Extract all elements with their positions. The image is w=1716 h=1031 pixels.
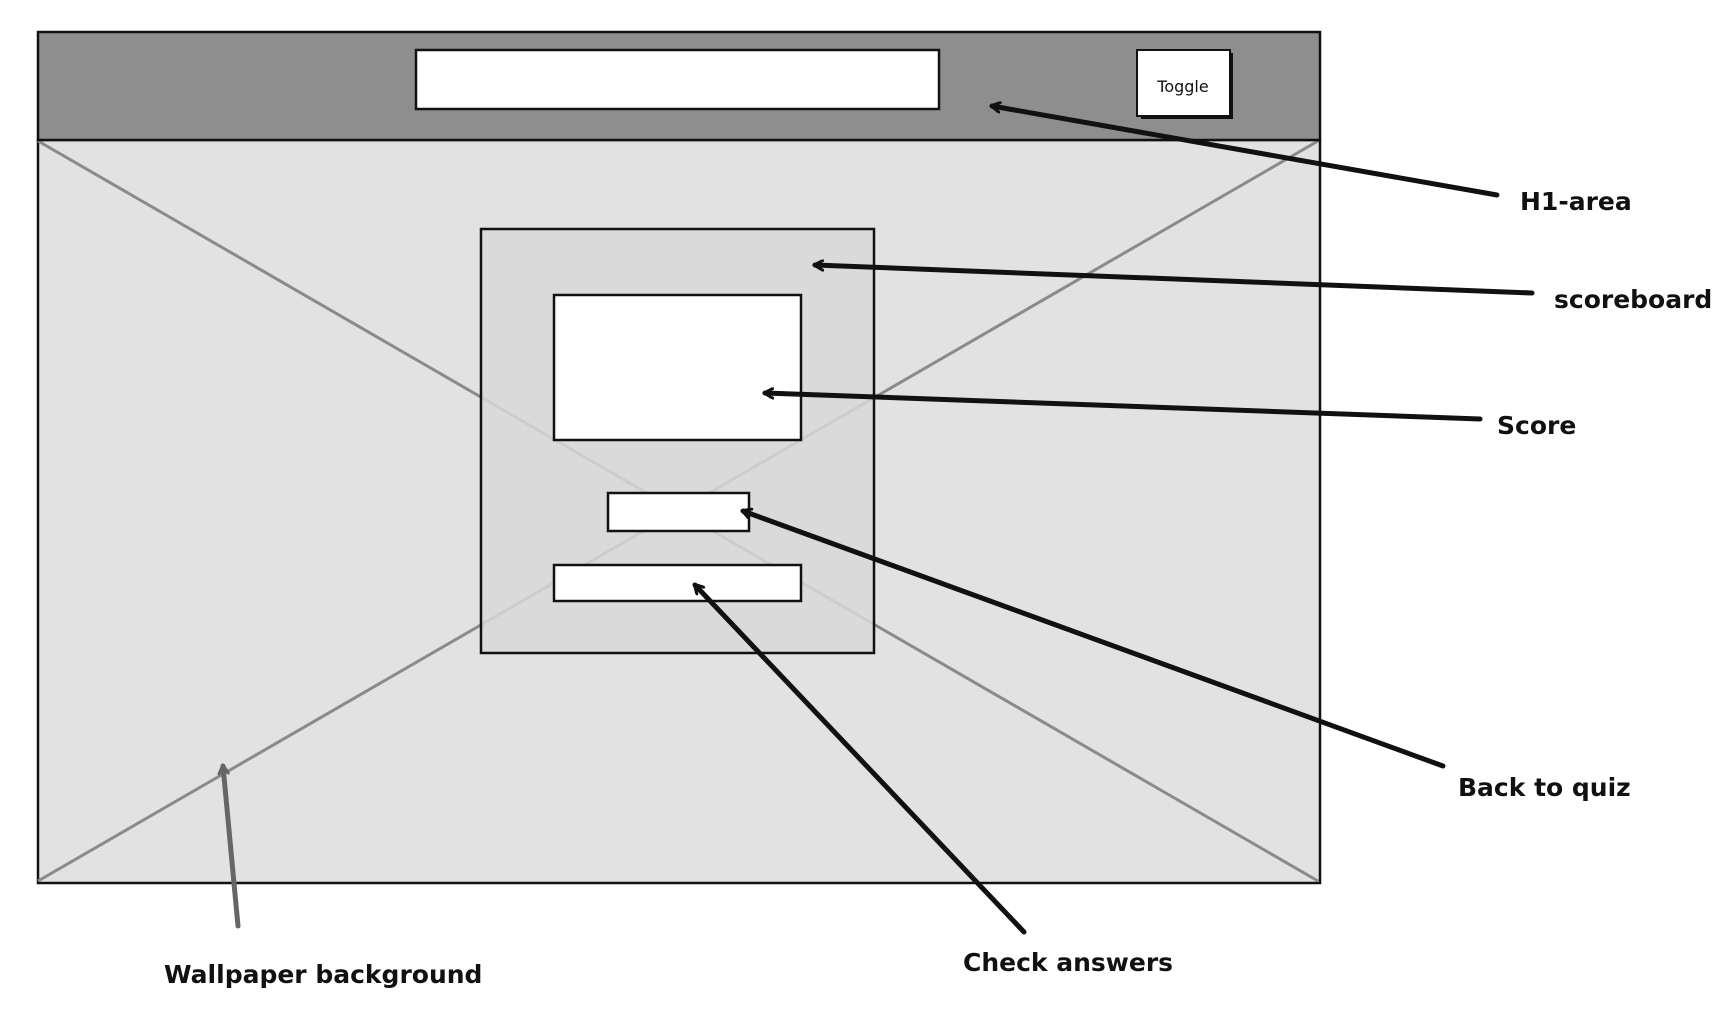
label-h1-area: H1-area	[1520, 187, 1632, 216]
label-check-answers: Check answers	[963, 948, 1173, 977]
check-answers-button[interactable]	[552, 563, 803, 603]
toggle-button-label: Toggle	[1156, 77, 1208, 96]
label-score: Score	[1497, 411, 1576, 440]
back-to-quiz-button[interactable]	[606, 491, 751, 533]
arrow-h1-area	[989, 106, 1500, 198]
toggle-button[interactable]	[1136, 49, 1231, 117]
arrow-check-answers	[692, 582, 1027, 935]
arrow-back-to-quiz	[740, 511, 1446, 769]
label-scoreboard: scoreboard	[1554, 285, 1712, 314]
label-wallpaper-background: Wallpaper background	[164, 960, 482, 989]
score-box	[552, 293, 803, 442]
arrow-scoreboard	[812, 265, 1535, 296]
label-back-to-quiz: Back to quiz	[1458, 773, 1631, 802]
arrow-score	[762, 393, 1483, 422]
h1-box	[414, 48, 941, 111]
arrow-wallpaper-background	[223, 763, 241, 929]
